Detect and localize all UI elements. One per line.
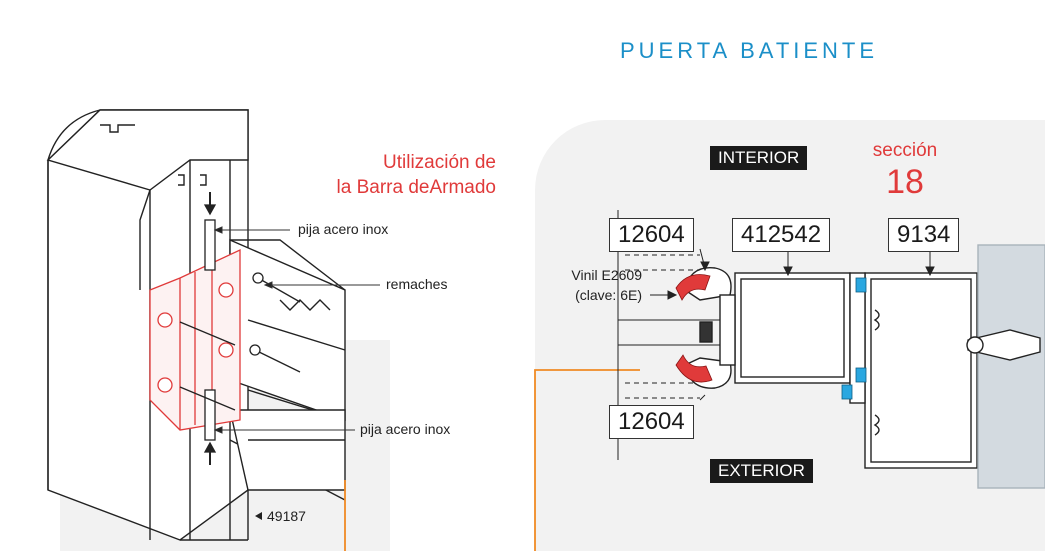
callout-rivets: remaches: [386, 276, 448, 292]
section-drawing: [617, 210, 1045, 489]
profile-box-412542: 412542: [732, 218, 831, 252]
assembly-bar: [149, 248, 241, 431]
exterior-label: EXTERIOR: [710, 459, 813, 483]
fasteners: [179, 192, 301, 465]
profile-code-arrow: [255, 512, 262, 520]
page-title: PUERTA BATIENTE: [620, 38, 879, 63]
screw-bottom: [204, 389, 216, 441]
blue-gaskets: [841, 277, 867, 400]
profile-code-49187: 49187: [267, 508, 306, 524]
callout-screw-bottom: pija acero inox: [360, 421, 451, 437]
vinyl-label-line-2: (clave: 6E): [575, 287, 642, 303]
profile-box-9134: 9134: [888, 218, 960, 252]
heading-line-1: Utilización de: [383, 152, 496, 173]
callout-screw-top: pija acero inox: [298, 221, 389, 237]
interior-label: INTERIOR: [710, 146, 808, 170]
section-number: 18: [886, 163, 924, 201]
vinyl-label: Vinil E2609 (clave: 6E): [520, 265, 642, 305]
screw-top: [204, 219, 216, 271]
right-leader-lines: [650, 248, 935, 401]
profile-box-12604-bottom: 12604: [609, 405, 694, 439]
left-leader-lines: [213, 226, 380, 434]
door-profile-drawing: [46, 109, 346, 541]
heading-line-2: la Barra deArmado: [336, 177, 496, 198]
vinyl-label-line-1: Vinil E2609: [571, 267, 642, 283]
assembly-bar-heading: Utilización de la Barra deArmado: [300, 150, 496, 200]
profile-box-12604-top: 12604: [609, 218, 694, 252]
vinyl-gaskets: [675, 274, 713, 383]
section-label: sección: [872, 140, 938, 161]
